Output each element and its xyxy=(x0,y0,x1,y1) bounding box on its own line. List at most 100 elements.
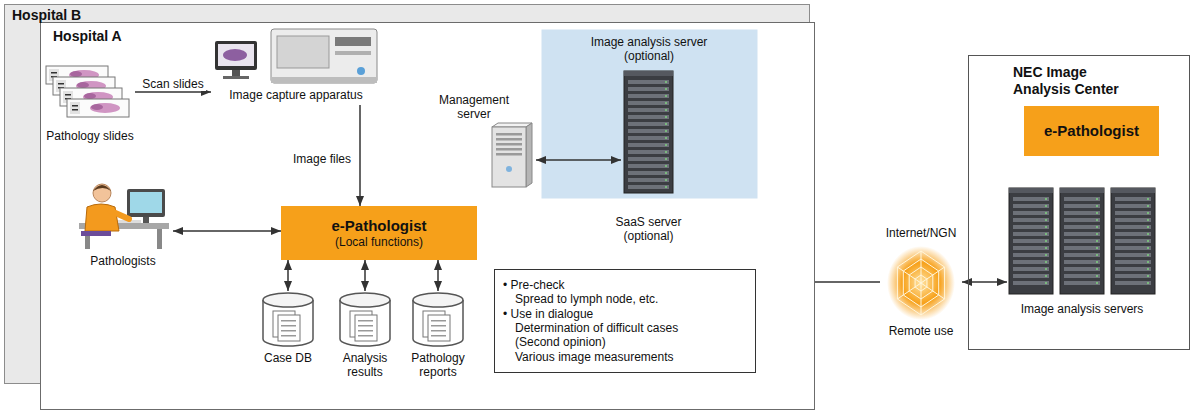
illustration-part xyxy=(1096,275,1098,277)
illustration-part xyxy=(358,320,373,322)
server-tower-illustration xyxy=(486,121,534,189)
server-racks-illustration xyxy=(1007,184,1157,296)
label-holder: Image analysis server (optional) xyxy=(579,35,719,64)
illustration-part xyxy=(1013,253,1049,257)
illustration-part xyxy=(58,83,64,85)
label-holder: Hospital B xyxy=(12,7,152,24)
illustration-part xyxy=(72,109,78,111)
illustration-part xyxy=(1045,198,1047,200)
illustration-part xyxy=(431,325,446,327)
illustration-part xyxy=(277,36,329,68)
illustration-part xyxy=(358,330,373,332)
node-label: Image capture apparatus xyxy=(206,88,386,102)
illustration-part xyxy=(1064,274,1100,278)
illustration-part xyxy=(665,165,667,167)
illustration-part xyxy=(1147,198,1149,200)
illustration-part xyxy=(1115,267,1151,271)
illustration-part xyxy=(921,251,922,283)
slides-illustration xyxy=(45,65,135,121)
illustration-part xyxy=(1147,219,1149,221)
illustration-part xyxy=(335,51,371,55)
server-rack-illustration xyxy=(621,69,676,195)
database-item: Case DB xyxy=(257,291,319,383)
illustration-part xyxy=(1013,204,1049,208)
illustration-part xyxy=(431,330,446,332)
node-sublabel: Spread to lymph node, etc. xyxy=(503,292,658,306)
illustration-part xyxy=(127,189,165,217)
illustration-part xyxy=(628,80,669,84)
illustration-part xyxy=(665,179,667,181)
illustration-part xyxy=(897,267,921,283)
label-holder: Pathology reports xyxy=(401,351,475,380)
edge-label: Image files xyxy=(291,152,353,166)
illustration-part xyxy=(85,204,119,231)
illustration-part xyxy=(130,192,162,213)
node-sublabel: • Use in dialogue xyxy=(503,307,593,321)
illustration-part xyxy=(1064,232,1100,236)
illustration-part xyxy=(1147,261,1149,263)
illustration-part xyxy=(1013,197,1049,201)
illustration-part xyxy=(887,246,955,320)
illustration-part xyxy=(223,49,247,61)
illustration xyxy=(45,65,135,125)
label-holder: Internet/NGN xyxy=(874,226,968,240)
illustration-part xyxy=(1045,275,1047,277)
illustration-part xyxy=(1009,188,1053,294)
node-label: Hospital B xyxy=(12,7,152,24)
illustration-part xyxy=(665,172,667,174)
illustration-part xyxy=(921,283,922,315)
illustration-part xyxy=(1115,225,1151,229)
illustration-part xyxy=(1147,247,1149,249)
illustration xyxy=(1007,184,1157,300)
illustration-part xyxy=(1013,267,1049,271)
illustration-part xyxy=(665,158,667,160)
illustration-part xyxy=(897,283,921,299)
label-holder: Remote use xyxy=(874,324,968,338)
illustration-part xyxy=(1045,247,1047,249)
illustration-part xyxy=(413,293,463,307)
illustration-part xyxy=(1013,232,1049,236)
illustration-part xyxy=(496,143,522,146)
illustration-part xyxy=(1064,239,1100,243)
illustration-part xyxy=(1045,261,1047,263)
node-sublabel: (Second opinion) xyxy=(503,335,606,349)
illustration-part xyxy=(665,81,667,83)
illustration xyxy=(334,291,396,353)
illustration-part xyxy=(921,267,945,283)
illustration-part xyxy=(65,94,71,96)
illustration xyxy=(73,171,173,255)
illustration-part xyxy=(1147,226,1149,228)
illustration-part xyxy=(1147,254,1149,256)
center-region: NEC Image Analysis Centere-PathologistIm… xyxy=(968,55,1190,350)
region-fill xyxy=(41,23,815,410)
illustration-part xyxy=(1045,282,1047,284)
illustration-part xyxy=(1013,281,1049,285)
label-holder: Image analysis servers xyxy=(1002,302,1162,316)
illustration-part xyxy=(232,70,240,76)
server-item: SaaS server (optional) xyxy=(621,69,676,195)
illustration-part xyxy=(1096,240,1098,242)
illustration-part xyxy=(1147,275,1149,277)
illustration-part xyxy=(67,99,129,117)
illustration-part xyxy=(1096,282,1098,284)
illustration-part xyxy=(1045,268,1047,270)
illustration-part xyxy=(1064,204,1100,208)
database-cylinder xyxy=(257,291,319,349)
illustration-part xyxy=(1096,226,1098,228)
illustration-part xyxy=(1096,212,1098,214)
illustration-part xyxy=(665,95,667,97)
database-item: Pathology reports xyxy=(407,291,469,383)
illustration-part xyxy=(665,137,667,139)
node-label: Analysis results xyxy=(328,351,402,380)
illustration xyxy=(486,121,534,193)
illustration-part xyxy=(1045,205,1047,207)
database-cylinder xyxy=(334,291,396,349)
illustration-part xyxy=(1147,282,1149,284)
server-item: Image analysis servers xyxy=(1007,184,1157,334)
illustration-part xyxy=(1115,218,1151,222)
label-holder: Case DB xyxy=(251,351,325,365)
illustration-part xyxy=(278,315,300,341)
illustration-part xyxy=(624,71,673,76)
illustration-part xyxy=(1096,268,1098,270)
illustration-part xyxy=(1045,240,1047,242)
